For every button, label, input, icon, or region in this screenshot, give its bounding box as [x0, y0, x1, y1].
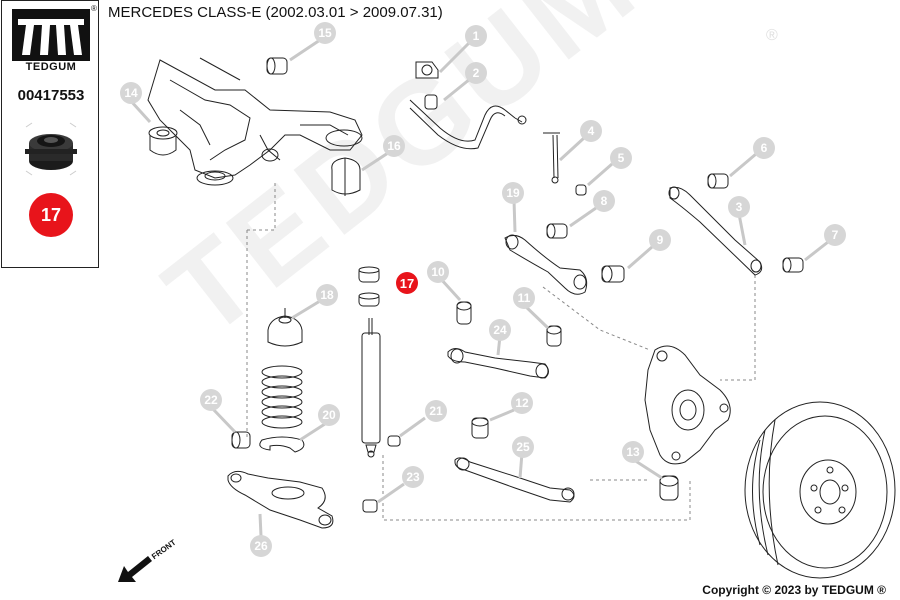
stabilizer-bar: [409, 99, 527, 150]
shock-bushing-17: [358, 266, 380, 307]
wheel-knuckle: [644, 345, 731, 465]
callout-16: 16: [383, 135, 405, 157]
snap-ring-20: [259, 436, 305, 453]
callout-13: 13: [622, 441, 644, 463]
stabilizer-clamp-1: [415, 61, 439, 79]
callout-1: 1: [465, 25, 487, 47]
stabilizer-bushing-2: [424, 94, 438, 110]
bushing-5: [575, 184, 587, 196]
front-arrow-icon: [118, 556, 152, 582]
stabilizer-link-4: [543, 132, 560, 184]
control-arm-25: [454, 457, 575, 503]
bushing-7: [782, 257, 804, 273]
callout-7: 7: [824, 224, 846, 246]
control-arm-19: [504, 234, 588, 295]
bushing-12: [471, 417, 489, 439]
bushing-11: [546, 325, 562, 347]
callout-9: 9: [649, 229, 671, 251]
callout-18: 18: [316, 284, 338, 306]
bushing-10: [456, 301, 472, 325]
mount-16: [331, 157, 361, 196]
bushing-8: [546, 223, 568, 239]
strut-mount-18: [267, 308, 303, 347]
subframe: [147, 57, 363, 186]
callout-6: 6: [753, 137, 775, 159]
callout-11: 11: [513, 287, 535, 309]
callout-23: 23: [402, 466, 424, 488]
tedgum-logo-mark: [12, 9, 90, 61]
part-number: 00417553: [17, 87, 85, 104]
wheel-tire: [744, 401, 896, 579]
callout-20: 20: [318, 404, 340, 426]
product-info-panel: ® TEDGUM 00417553 17: [1, 0, 99, 268]
bushing-6: [707, 173, 729, 189]
callout-2: 2: [465, 62, 487, 84]
brand-logo: [12, 9, 90, 61]
bushing-product-image: [25, 122, 77, 176]
bushing-14: [148, 126, 178, 156]
callout-15: 15: [314, 22, 336, 44]
callout-3: 3: [728, 196, 750, 218]
bushing-22: [231, 431, 251, 449]
bushing-9: [601, 265, 625, 283]
lower-arm-26: [227, 470, 334, 529]
callout-22: 22: [200, 389, 222, 411]
control-arm-3: [668, 186, 763, 276]
copyright-notice: Copyright © 2023 by TEDGUM ®: [702, 583, 886, 597]
shock-absorber: [361, 318, 381, 458]
control-arm-24: [447, 348, 549, 379]
brand-name: TEDGUM: [25, 61, 77, 73]
callout-14: 14: [120, 82, 142, 104]
callout-19: 19: [502, 182, 524, 204]
highlight-badge: 17: [29, 193, 73, 237]
watermark-registered: ®: [766, 27, 778, 44]
diagram-title: MERCEDES CLASS-E (2002.03.01 > 2009.07.3…: [108, 4, 443, 21]
bushing-23: [362, 499, 378, 513]
callout-5: 5: [610, 147, 632, 169]
callout-17: 17: [396, 272, 418, 294]
callout-8: 8: [593, 190, 615, 212]
callout-26: 26: [250, 535, 272, 557]
bushing-15: [266, 57, 288, 75]
callout-12: 12: [511, 392, 533, 414]
callout-24: 24: [489, 319, 511, 341]
coil-spring: [261, 365, 303, 429]
registered-mark: ®: [91, 4, 97, 13]
callout-21: 21: [425, 400, 447, 422]
callout-4: 4: [580, 120, 602, 142]
callout-25: 25: [512, 436, 534, 458]
bushing-13: [659, 475, 679, 501]
callout-10: 10: [427, 261, 449, 283]
bushing-21: [387, 435, 401, 447]
